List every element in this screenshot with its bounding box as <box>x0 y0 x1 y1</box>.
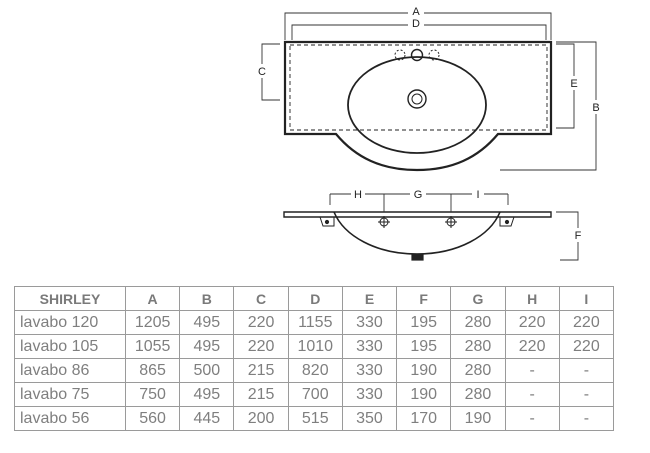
dimension-label-e: E <box>570 78 577 90</box>
table-cell: 280 <box>450 334 506 359</box>
header-b: B <box>179 286 235 311</box>
table-cell: 1155 <box>287 310 343 335</box>
top-view-outline <box>283 40 553 172</box>
table-cell: 200 <box>233 406 289 431</box>
header-model: SHIRLEY <box>14 286 126 311</box>
table-cell: 330 <box>341 382 398 407</box>
top-view-inner-dashed <box>289 44 548 131</box>
dimension-label-d: D <box>412 18 420 30</box>
table-cell: 865 <box>124 358 181 383</box>
table-cell: 1010 <box>287 334 343 359</box>
tap-hole-center-icon <box>410 48 424 62</box>
table-cell: - <box>504 406 560 431</box>
header-i: I <box>558 286 615 311</box>
table-row: lavabo 56 560 445 200 515 350 170 190 - … <box>14 406 615 431</box>
table-cell: 495 <box>179 310 235 335</box>
dimension-label-c: C <box>258 66 266 78</box>
table-cell: 330 <box>341 334 398 359</box>
table-cell: 215 <box>233 358 289 383</box>
dimension-label-f: F <box>575 230 582 242</box>
table-cell-model: lavabo 75 <box>14 382 126 407</box>
left-bracket <box>319 216 335 227</box>
table-cell: 445 <box>179 406 235 431</box>
table-cell: 220 <box>504 310 560 335</box>
table-row: lavabo 105 1055 495 220 1010 330 195 280… <box>14 334 615 359</box>
table-cell: 495 <box>179 382 235 407</box>
top-view <box>283 40 553 172</box>
side-view-bowl <box>333 211 501 255</box>
table-cell: 220 <box>233 310 289 335</box>
table-cell: 190 <box>396 358 452 383</box>
table-cell: 220 <box>504 334 560 359</box>
table-row: lavabo 75 750 495 215 700 330 190 280 - … <box>14 382 615 407</box>
table-row: lavabo 120 1205 495 220 1155 330 195 280… <box>14 310 615 335</box>
dimensions-table: SHIRLEY A B C D E F G H I lavabo 120 120… <box>14 286 615 431</box>
table-cell: - <box>558 406 615 431</box>
tap-hole-right-icon <box>428 49 440 61</box>
table-cell: 1055 <box>124 334 181 359</box>
table-row: lavabo 86 865 500 215 820 330 190 280 - … <box>14 358 615 383</box>
table-cell: 330 <box>341 358 398 383</box>
header-f: F <box>396 286 452 311</box>
table-cell: 700 <box>287 382 343 407</box>
table-cell: 195 <box>396 310 452 335</box>
table-cell: 500 <box>179 358 235 383</box>
fixing-hole-right-icon <box>445 216 457 228</box>
table-cell: 350 <box>341 406 398 431</box>
table-cell: - <box>558 382 615 407</box>
dimension-b <box>500 41 597 171</box>
basin-technical-drawing: A D C E B <box>258 6 600 261</box>
table-cell: 220 <box>558 310 615 335</box>
bowl-outline <box>347 56 487 154</box>
side-view <box>283 211 552 261</box>
side-view-drain <box>411 253 424 261</box>
table-cell: 215 <box>233 382 289 407</box>
dimension-label-b: B <box>592 102 599 114</box>
table-cell: 195 <box>396 334 452 359</box>
table-cell: - <box>504 358 560 383</box>
side-view-slab <box>283 211 552 218</box>
table-cell-model: lavabo 86 <box>14 358 126 383</box>
header-e: E <box>341 286 398 311</box>
dimension-label-h: H <box>354 189 362 201</box>
dimension-label-i: I <box>476 189 479 201</box>
table-cell: 220 <box>558 334 615 359</box>
table-cell-model: lavabo 120 <box>14 310 126 335</box>
tap-hole-left-icon <box>394 49 406 61</box>
table-cell: 750 <box>124 382 181 407</box>
header-h: H <box>504 286 560 311</box>
table-cell: - <box>504 382 560 407</box>
table-cell: 495 <box>179 334 235 359</box>
drain-icon <box>407 89 427 109</box>
fixing-hole-left-icon <box>378 216 390 228</box>
table-cell-model: lavabo 56 <box>14 406 126 431</box>
table-cell: 190 <box>450 406 506 431</box>
table-cell: 190 <box>396 382 452 407</box>
table-cell: 330 <box>341 310 398 335</box>
dimension-label-a: A <box>412 6 420 18</box>
table-cell: 280 <box>450 358 506 383</box>
dimension-label-g: G <box>414 189 423 201</box>
table-cell: 515 <box>287 406 343 431</box>
header-g: G <box>450 286 506 311</box>
header-d: D <box>287 286 343 311</box>
table-cell: 280 <box>450 310 506 335</box>
table-cell-model: lavabo 105 <box>14 334 126 359</box>
table-cell: 280 <box>450 382 506 407</box>
header-c: C <box>233 286 289 311</box>
table-cell: - <box>558 358 615 383</box>
header-a: A <box>124 286 181 311</box>
table-cell: 560 <box>124 406 181 431</box>
table-header-row: SHIRLEY A B C D E F G H I <box>14 286 615 311</box>
table-cell: 220 <box>233 334 289 359</box>
table-cell: 1205 <box>124 310 181 335</box>
table-cell: 170 <box>396 406 452 431</box>
right-bracket <box>499 216 515 227</box>
table-cell: 820 <box>287 358 343 383</box>
